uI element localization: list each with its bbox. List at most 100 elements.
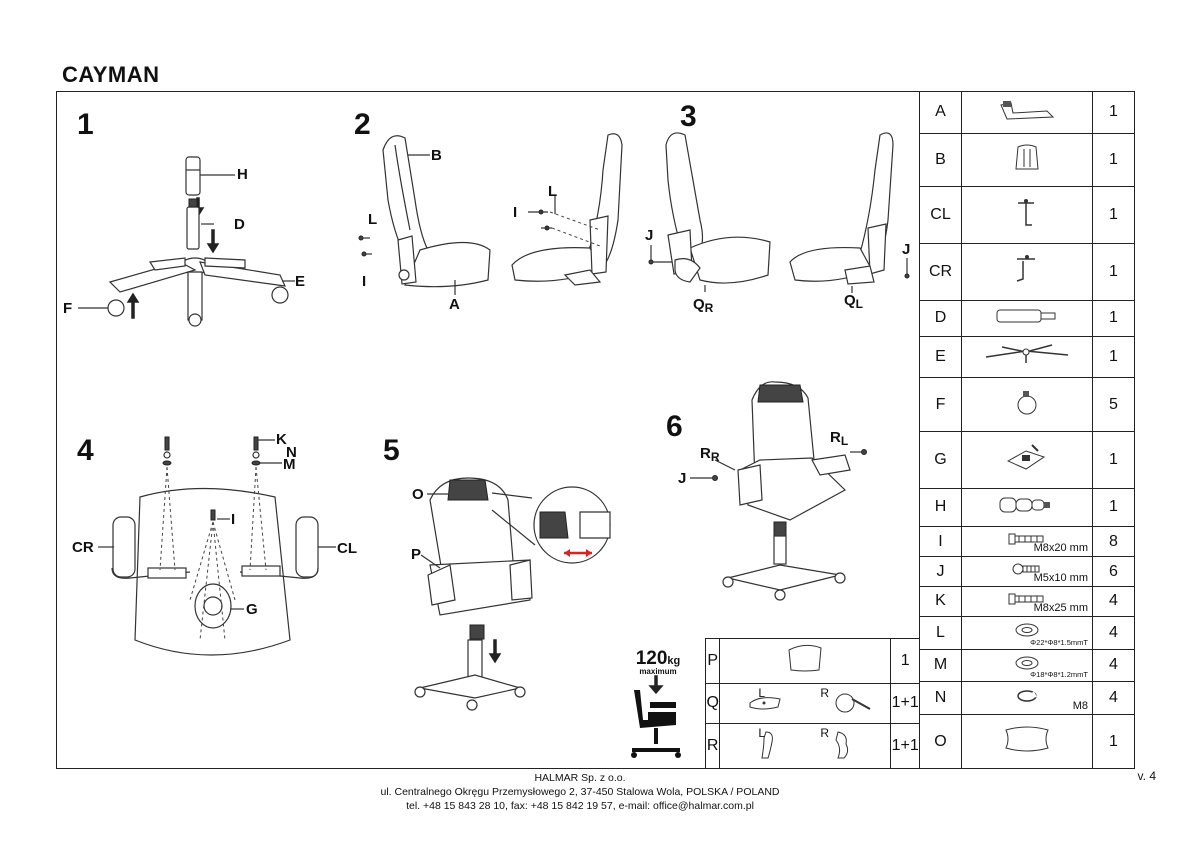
part-illustration-cell: Φ18*Φ8*1.2mmT [961,648,1093,683]
screw-icon [1012,563,1042,580]
part-quantity: 5 [1092,377,1135,432]
part-illustration-cell: M8 [961,681,1093,716]
part-illustration-cell [961,186,1093,245]
part-quantity: 1+1 [890,723,920,769]
label-e: E [295,273,306,290]
part-quantity: 4 [1092,585,1135,617]
washer-icon [1014,656,1040,675]
part-code: N [919,681,962,716]
part-quantity: 1 [1092,132,1135,188]
part-spec: M8x20 mm [1033,542,1088,555]
label-i-right: I [513,204,518,221]
max-load-chair-icon [631,675,681,758]
part-code: CL [919,186,962,245]
part-illustration-cell: Φ22*Φ8*1.5mmT [961,615,1093,650]
caster-icon [1012,391,1042,421]
label-r-right: RR [700,445,720,464]
tilt-mechanism-icon [1004,444,1050,477]
label-j-step6: J [678,470,687,487]
part-spec: M8 [1072,700,1088,713]
parts-row: I M8x20 mm 8 [919,526,1135,558]
part-code: P [704,638,721,684]
spring-washer-icon [1015,690,1039,708]
part-illustration-cell: M8x20 mm [961,526,1093,558]
part-illustration-cell [961,487,1093,528]
part-illustration-cell [961,91,1093,134]
company-address: ul. Centralnego Okręgu Przemysłowego 2, … [380,786,780,798]
label-p: P [411,546,422,563]
label-n: N [286,444,297,461]
side-cover-icon [720,693,890,719]
label-d: D [234,216,245,233]
gas-lift-icon [995,309,1059,329]
part-quantity: 8 [1092,526,1135,558]
part-quantity: 1+1 [890,682,920,725]
step-number-5: 5 [383,434,400,467]
part-code: F [919,377,962,432]
step1-illustration [78,156,295,327]
part-illustration-cell: M8x25 mm [961,585,1093,617]
company-name: HALMAR Sp. z o.o. [534,772,626,784]
part-illustration-cell [961,377,1093,432]
part-illustration-cell [961,714,1093,769]
step-number-4: 4 [77,434,94,467]
part-code: CR [919,243,962,301]
step-number-2: 2 [354,108,371,141]
part-illustration-cell [961,430,1093,489]
right-marker: R [820,726,830,741]
armrest-bracket-right-icon [1013,255,1041,289]
company-contact: tel. +48 15 843 28 10, fax: +48 15 842 1… [406,800,754,812]
label-q-right: QR [693,296,714,315]
part-quantity: 1 [1092,91,1135,134]
part-code: H [919,487,962,528]
label-cl: CL [337,540,357,557]
label-q-left: QL [844,292,864,311]
part-code: I [919,526,962,558]
company-footer: HALMAR Sp. z o.o. ul. Centralnego Okręgu… [0,771,1160,813]
gas-lift-cover-icon [998,497,1056,519]
step-number-6: 6 [666,410,683,443]
part-spec: Φ18*Φ8*1.2mmT [1030,670,1088,680]
lumbar-pillow-icon [785,645,825,678]
part-illustration-cell [719,638,892,684]
part-code: E [919,335,962,379]
left-marker: L [758,685,766,700]
label-l-left: L [368,211,378,228]
part-code: Q [704,682,721,725]
step-number-1: 1 [77,108,94,141]
document-title: CAYMAN [62,62,160,87]
part-quantity: 4 [1092,648,1135,683]
part-illustration-cell [961,243,1093,301]
label-f: F [63,300,73,317]
part-illustration-cell: M5x10 mm [961,556,1093,587]
label-i-underside: I [231,511,236,528]
part-code: M [919,648,962,683]
backrest-icon [1012,144,1042,177]
label-j-right: J [902,241,911,258]
part-quantity: 1 [1092,430,1135,489]
part-quantity: 4 [1092,681,1135,716]
parts-row: N M8 4 [919,681,1135,716]
instructions-frame [56,91,1135,769]
armrest-bracket-left-icon [1014,198,1040,233]
label-h: H [237,166,248,183]
left-marker: L [758,726,766,741]
max-load-badge: 120kg maximum [635,648,681,676]
seat-icon [997,100,1057,125]
head-pillow-icon [1002,726,1052,758]
